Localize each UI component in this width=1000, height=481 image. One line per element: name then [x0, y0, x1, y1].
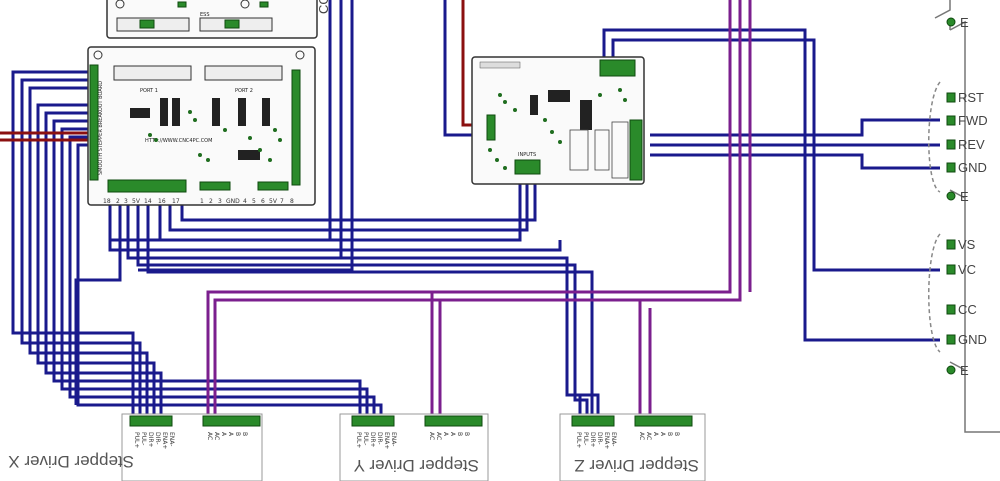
relay-inputs-label: INPUTS: [518, 152, 536, 158]
vfd-rev: REV: [958, 137, 985, 152]
driver-0-pin-3: DIR-: [154, 432, 161, 444]
pin-label-17: 8: [290, 198, 294, 205]
driver-2-pin-8: A: [652, 432, 659, 437]
driver-0-pin-10: B: [234, 432, 241, 436]
relay-board: INPUTS: [471, 56, 645, 185]
driver-1-pin-5: ENA-: [390, 432, 397, 446]
driver-0-pin-7: AC: [213, 432, 220, 440]
top-board-label: ESS: [200, 12, 210, 18]
pin-label-13: 5: [252, 198, 256, 205]
pin-label-3: 3: [124, 198, 128, 205]
breakout-board: PORT 1 PORT 2 HTTP://WWW.CNC4PC.COM SMOO…: [87, 46, 316, 206]
driver-0-pin-5: ENA-: [168, 432, 175, 446]
driver-0-pin-11: B: [241, 432, 248, 436]
vfd-gnd-2: GND: [958, 332, 987, 347]
driver-0-pin-6: AC: [206, 432, 213, 440]
driver-1-pin-1: PUL-: [362, 432, 369, 445]
driver-y-label: Stepper Driver Y: [354, 456, 479, 475]
pin-label-7: 17: [172, 198, 180, 205]
driver-2-pin-11: B: [673, 432, 680, 436]
driver-1-pin-2: DIR+: [369, 432, 376, 448]
driver-2-pin-10: B: [666, 432, 673, 436]
stepper-driver-x: Stepper Driver X: [8, 413, 263, 481]
pin-label-5: 14: [144, 198, 152, 205]
vfd-terminal-strip: E RST FWD REV GND E VS VC CC GND E: [928, 0, 1000, 433]
driver-0-pin-1: PUL-: [140, 432, 147, 445]
top-controller-board: ESS: [106, 0, 318, 39]
driver-0-pin-0: PUL+: [133, 432, 140, 448]
driver-0-pin-4: ENA+: [161, 432, 168, 449]
driver-1-pin-8: A: [442, 432, 449, 437]
pin-label-9: 2: [209, 198, 213, 205]
vfd-rst: RST: [958, 90, 984, 105]
pin-label-4: 5V: [132, 198, 141, 205]
pin-label-12: 4: [243, 198, 247, 205]
vfd-cc: CC: [958, 302, 977, 317]
vfd-e-2: E: [960, 363, 969, 378]
driver-2-pin-4: ENA+: [603, 432, 610, 449]
driver-2-pin-3: DIR-: [596, 432, 603, 444]
pin-label-11: GND: [226, 198, 240, 205]
driver-1-pin-6: AC: [428, 432, 435, 440]
con-label: CO: [316, 0, 331, 14]
port2-label: PORT 2: [235, 88, 253, 94]
pin-label-6: 16: [158, 198, 166, 205]
board-side-label: SMOOTH STEPPER BREAKOUT BOARD: [98, 81, 104, 175]
driver-1-pin-4: ENA+: [383, 432, 390, 449]
vfd-vs: VS: [958, 237, 976, 252]
driver-x-label: Stepper Driver X: [8, 452, 134, 471]
driver-1-pin-7: AC: [435, 432, 442, 440]
stepper-driver-y: Stepper Driver Y: [339, 413, 489, 481]
vfd-fwd: FWD: [958, 113, 988, 128]
driver-2-pin-9: A: [659, 432, 666, 437]
driver-0-pin-2: DIR+: [147, 432, 154, 448]
driver-2-pin-5: ENA-: [610, 432, 617, 446]
driver-1-pin-9: A: [449, 432, 456, 437]
pin-label-10: 3: [218, 198, 222, 205]
driver-2-pin-2: DIR+: [589, 432, 596, 448]
vfd-e-1: E: [960, 189, 969, 204]
pin-label-15: 5V: [269, 198, 278, 205]
stepper-driver-z: Stepper Driver Z: [559, 413, 706, 481]
pin-label-16: 7: [280, 198, 284, 205]
blue-wires-left: [11, 0, 600, 418]
driver-1-pin-10: B: [456, 432, 463, 436]
pin-label-2: 2: [116, 198, 120, 205]
blue-wire-gnd1: [650, 153, 940, 170]
driver-1-pin-0: PUL+: [355, 432, 362, 448]
pin-label-1: 18: [103, 198, 111, 205]
vfd-e-top: E: [960, 15, 969, 30]
purple-wires: [206, 0, 752, 418]
port1-label: PORT 1: [140, 88, 158, 94]
driver-2-pin-0: PUL+: [575, 432, 582, 448]
driver-2-pin-1: PUL-: [582, 432, 589, 445]
driver-2-pin-7: AC: [645, 432, 652, 440]
driver-0-pin-9: A: [227, 432, 234, 437]
pin-label-8: 1: [200, 198, 204, 205]
vfd-gnd-1: GND: [958, 160, 987, 175]
vfd-vc: VC: [958, 262, 976, 277]
driver-z-label: Stepper Driver Z: [574, 456, 699, 475]
blue-wire-vc: [611, 38, 940, 272]
pin-label-14: 6: [261, 198, 265, 205]
driver-1-pin-3: DIR-: [376, 432, 383, 444]
driver-0-pin-8: A: [220, 432, 227, 437]
driver-1-pin-11: B: [463, 432, 470, 436]
blue-wire-fwd: [650, 118, 940, 137]
blue-wire-gnd2: [602, 28, 940, 342]
board-url: HTTP://WWW.CNC4PC.COM: [145, 138, 212, 144]
driver-2-pin-6: AC: [638, 432, 645, 440]
